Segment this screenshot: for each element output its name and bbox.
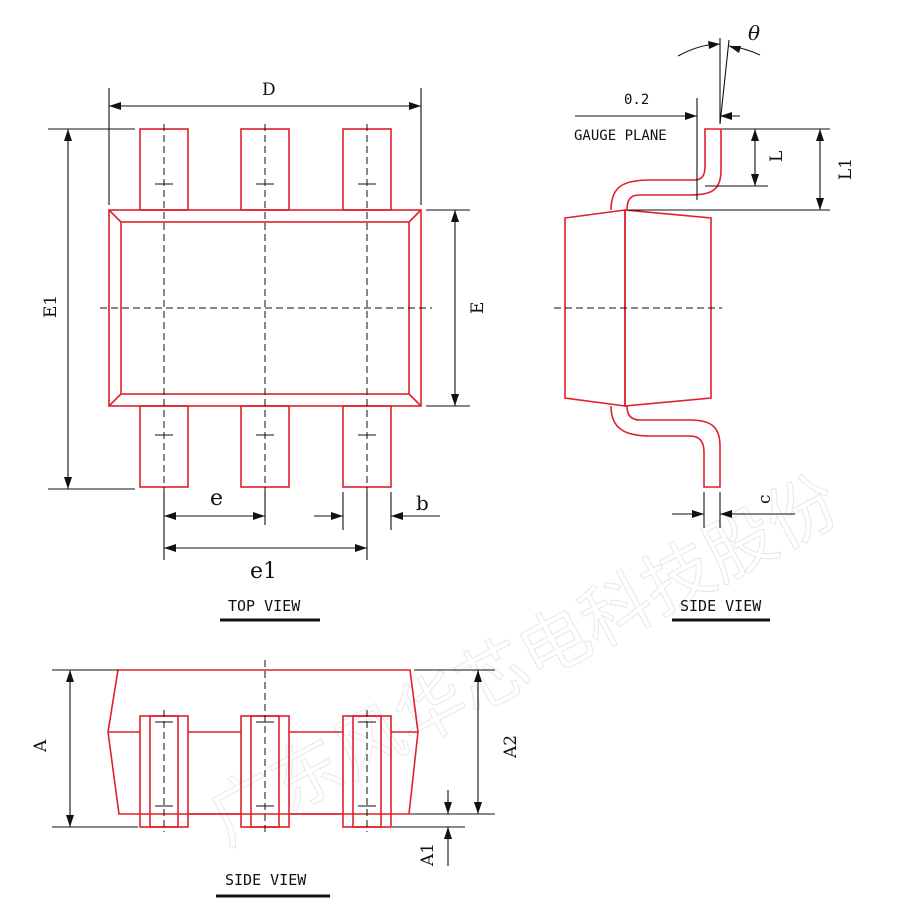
gauge-plane-label: GAUGE PLANE: [574, 128, 667, 144]
dim-label-0-2: 0.2: [624, 92, 649, 108]
caption-top-view: TOP VIEW: [228, 597, 301, 615]
caption-side-view-right: SIDE VIEW: [680, 597, 762, 615]
caption-side-view-bottom: SIDE VIEW: [225, 871, 307, 889]
dim-label-E1: E1: [41, 295, 61, 318]
side-view-right: θ 0.2 GAUGE PLANE L L1 c SIDE VIEW: [554, 21, 856, 622]
dim-label-D: D: [262, 80, 276, 100]
dim-label-A1: A1: [418, 843, 438, 867]
dim-label-e: e: [210, 486, 223, 511]
side-body-right: [624, 209, 712, 407]
side-view-bottom: A A2 A1 SIDE VIEW: [31, 660, 521, 898]
dim-label-L1: L1: [836, 158, 856, 180]
side-bottom-lead: [610, 405, 721, 488]
dim-label-theta: θ: [748, 21, 760, 45]
side-top-lead: [610, 128, 722, 211]
watermark-text: 广东风华芯电科技股份: [196, 460, 853, 861]
dim-label-E: E: [468, 302, 488, 314]
dim-label-L: L: [767, 151, 787, 162]
dim-label-e1: e1: [250, 559, 277, 584]
dim-label-A2: A2: [501, 735, 521, 759]
dim-label-A: A: [31, 739, 51, 753]
dim-label-b: b: [416, 491, 429, 515]
top-view: D E1 E e e1 b T: [41, 80, 488, 622]
dim-label-c: c: [755, 494, 775, 504]
